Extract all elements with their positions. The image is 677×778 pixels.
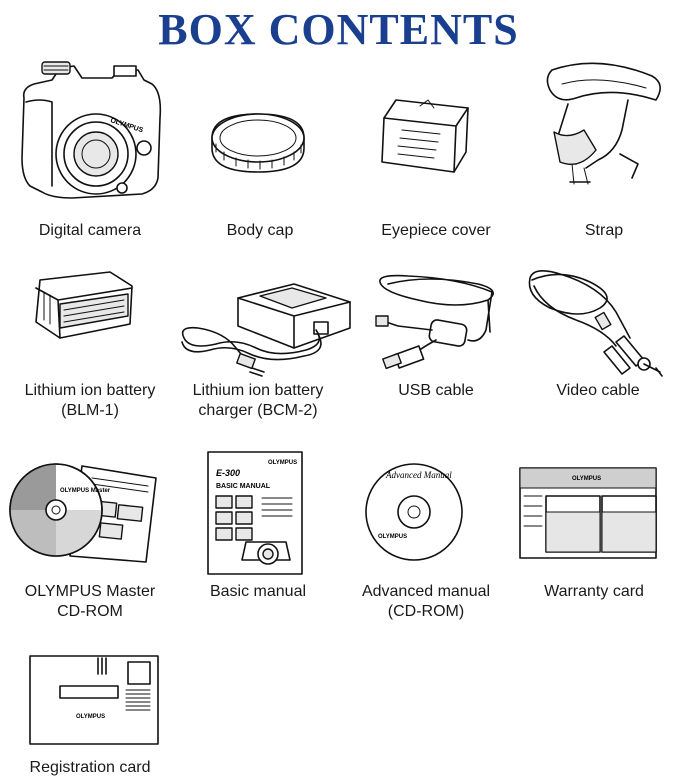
label-advanced-manual: Advanced manual (CD-ROM) [361,583,491,620]
item-battery-charger [176,278,356,377]
battery-illustration [35,271,133,339]
page-title: BOX CONTENTS [158,5,519,54]
item-registration-card: OLYMPUS [28,654,160,746]
strap-illustration [546,62,661,185]
manual-model: E-300 [216,468,240,478]
olympus-master-cd-illustration: OLYMPUS Master [9,463,157,563]
item-eyepiece-cover [376,96,476,176]
item-advanced-manual: Advanced Manual OLYMPUS [364,456,464,564]
eyepiece-cover-illustration [381,99,469,173]
item-warranty-card: OLYMPUS [518,466,658,560]
manual-brand: OLYMPUS [268,460,297,466]
label-body-cap: Body cap [226,222,294,239]
label-video-cable: Video cable [556,382,640,399]
item-body-cap [208,108,308,178]
label-strap: Strap [584,222,624,239]
item-strap [528,60,668,190]
label-usb-cable: USB cable [398,382,474,399]
item-lithium-ion-battery [30,268,140,343]
registration-card-illustration: OLYMPUS [29,655,159,745]
body-cap-illustration [211,113,305,173]
usb-cable-illustration [375,274,494,370]
item-digital-camera: OLYMPUS [12,58,172,208]
label-eyepiece-cover: Eyepiece cover [381,222,491,239]
item-usb-cable [368,270,508,380]
basic-manual-illustration: OLYMPUS E-300 BASIC MANUAL [207,451,303,575]
label-battery-charger: Lithium ion battery charger (BCM-2) [192,382,324,419]
charger-illustration [181,283,351,377]
label-digital-camera: Digital camera [38,222,142,239]
label-registration-card: Registration card [29,759,151,776]
video-cable-illustration [528,270,663,377]
registration-brand: OLYMPUS [76,714,105,720]
item-olympus-master-cd-rom: OLYMPUS Master [8,462,164,563]
advanced-manual-cd-illustration: Advanced Manual OLYMPUS [365,463,463,561]
label-olympus-master-cd-rom: OLYMPUS Master CD-ROM [24,583,156,620]
item-basic-manual: OLYMPUS E-300 BASIC MANUAL [206,450,304,576]
advanced-disc-brand: OLYMPUS [378,534,407,540]
label-warranty-card: Warranty card [544,583,644,600]
label-basic-manual: Basic manual [209,583,307,600]
digital-camera-illustration: OLYMPUS [21,61,162,199]
warranty-brand: OLYMPUS [572,476,601,482]
advanced-disc-title: Advanced Manual [385,470,452,480]
item-video-cable [520,268,670,378]
label-lithium-ion-battery: Lithium ion battery (BLM-1) [24,382,156,419]
warranty-card-illustration: OLYMPUS [519,467,657,559]
cd-disc-text: OLYMPUS Master [60,488,111,494]
manual-heading: BASIC MANUAL [216,483,271,490]
